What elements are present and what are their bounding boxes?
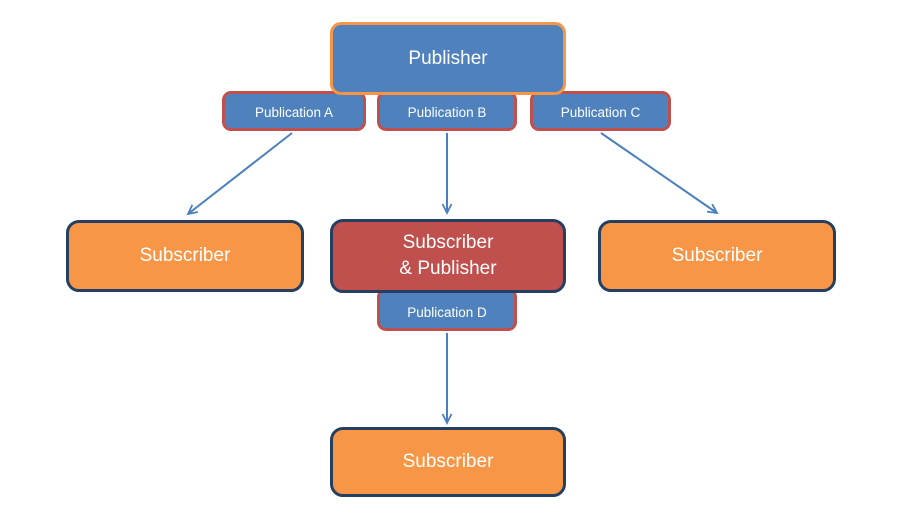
publication-b-label: Publication B — [407, 105, 487, 120]
arrow-publication-c-to-subscriber-right — [600, 132, 719, 215]
publication-c-node: Publication C — [530, 91, 671, 131]
publication-a-node: Publication A — [222, 91, 366, 131]
subscriber-right-label: Subscriber — [671, 245, 763, 266]
arrow-publication-a-to-subscriber-left — [186, 132, 293, 216]
publisher-node: Publisher — [330, 22, 566, 95]
subscriber-publisher-label-line2: & Publisher — [399, 258, 497, 279]
subscriber-bottom-label: Subscriber — [402, 451, 494, 472]
subscriber-publisher-label-line1: Subscriber — [402, 232, 494, 254]
publication-d-node: Publication D — [377, 288, 517, 331]
subscriber-left-label: Subscriber — [139, 245, 231, 266]
publication-a-label: Publication A — [254, 105, 334, 120]
publication-d-label: Publication D — [407, 304, 487, 320]
publication-c-label: Publication C — [560, 105, 641, 120]
subscriber-right-node: Subscriber — [598, 220, 836, 292]
subscriber-bottom-node: Subscriber — [330, 427, 566, 497]
publication-b-node: Publication B — [377, 91, 517, 131]
publisher-label: Publisher — [408, 47, 488, 69]
subscriber-publisher-node: Subscriber & Publisher — [330, 219, 566, 293]
subscriber-left-node: Subscriber — [66, 220, 304, 292]
